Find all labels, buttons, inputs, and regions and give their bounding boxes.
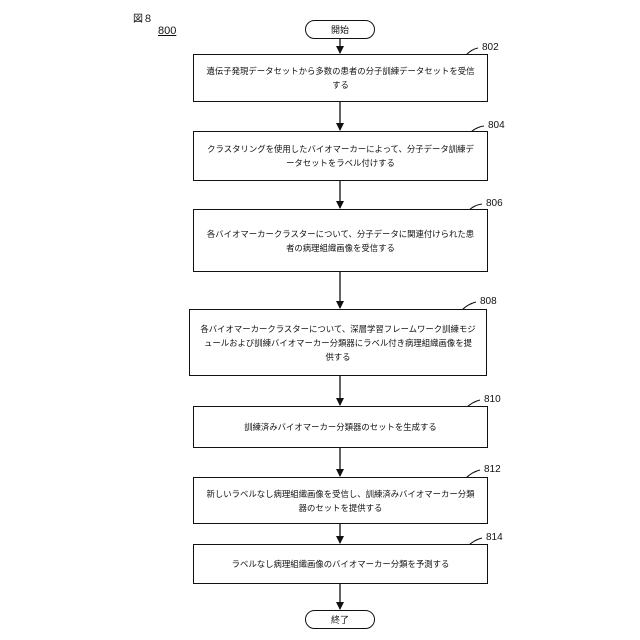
step-804-number: 804 bbox=[488, 120, 505, 131]
step-802-text: 遺伝子発現データセットから多数の患者の分子訓練データセットを受信する bbox=[204, 64, 477, 92]
step-802-box: 遺伝子発現データセットから多数の患者の分子訓練データセットを受信する bbox=[193, 54, 488, 102]
step-814-box: ラベルなし病理組織画像のバイオマーカー分類を予測する bbox=[193, 544, 488, 584]
step-804-box: クラスタリングを使用したバイオマーカーによって、分子データ訓練データセットをラベ… bbox=[193, 131, 488, 181]
step-802-number: 802 bbox=[482, 42, 499, 53]
step-812-number: 812 bbox=[484, 464, 501, 475]
start-label: 開始 bbox=[331, 23, 349, 36]
step-814-number: 814 bbox=[486, 532, 503, 543]
end-label: 終了 bbox=[331, 613, 349, 626]
step-810-number: 810 bbox=[484, 394, 501, 405]
start-terminal: 開始 bbox=[305, 20, 375, 39]
step-806-box: 各バイオマーカークラスターについて、分子データに関連付けられた患者の病理組織画像… bbox=[193, 209, 488, 272]
step-810-text: 訓練済みバイオマーカー分類器のセットを生成する bbox=[244, 420, 437, 434]
step-808-box: 各バイオマーカークラスターについて、深層学習フレームワーク訓練モジュールおよび訓… bbox=[189, 309, 487, 376]
step-808-number: 808 bbox=[480, 296, 497, 307]
end-terminal: 終了 bbox=[305, 610, 375, 629]
step-814-text: ラベルなし病理組織画像のバイオマーカー分類を予測する bbox=[232, 557, 450, 571]
step-812-text: 新しいラベルなし病理組織画像を受信し、訓練済みバイオマーカー分類器のセットを提供… bbox=[204, 487, 477, 515]
step-810-box: 訓練済みバイオマーカー分類器のセットを生成する bbox=[193, 406, 488, 448]
step-812-box: 新しいラベルなし病理組織画像を受信し、訓練済みバイオマーカー分類器のセットを提供… bbox=[193, 477, 488, 524]
step-806-text: 各バイオマーカークラスターについて、分子データに関連付けられた患者の病理組織画像… bbox=[204, 227, 477, 255]
step-804-text: クラスタリングを使用したバイオマーカーによって、分子データ訓練データセットをラベ… bbox=[204, 142, 477, 170]
step-808-text: 各バイオマーカークラスターについて、深層学習フレームワーク訓練モジュールおよび訓… bbox=[200, 322, 476, 364]
step-806-number: 806 bbox=[486, 198, 503, 209]
